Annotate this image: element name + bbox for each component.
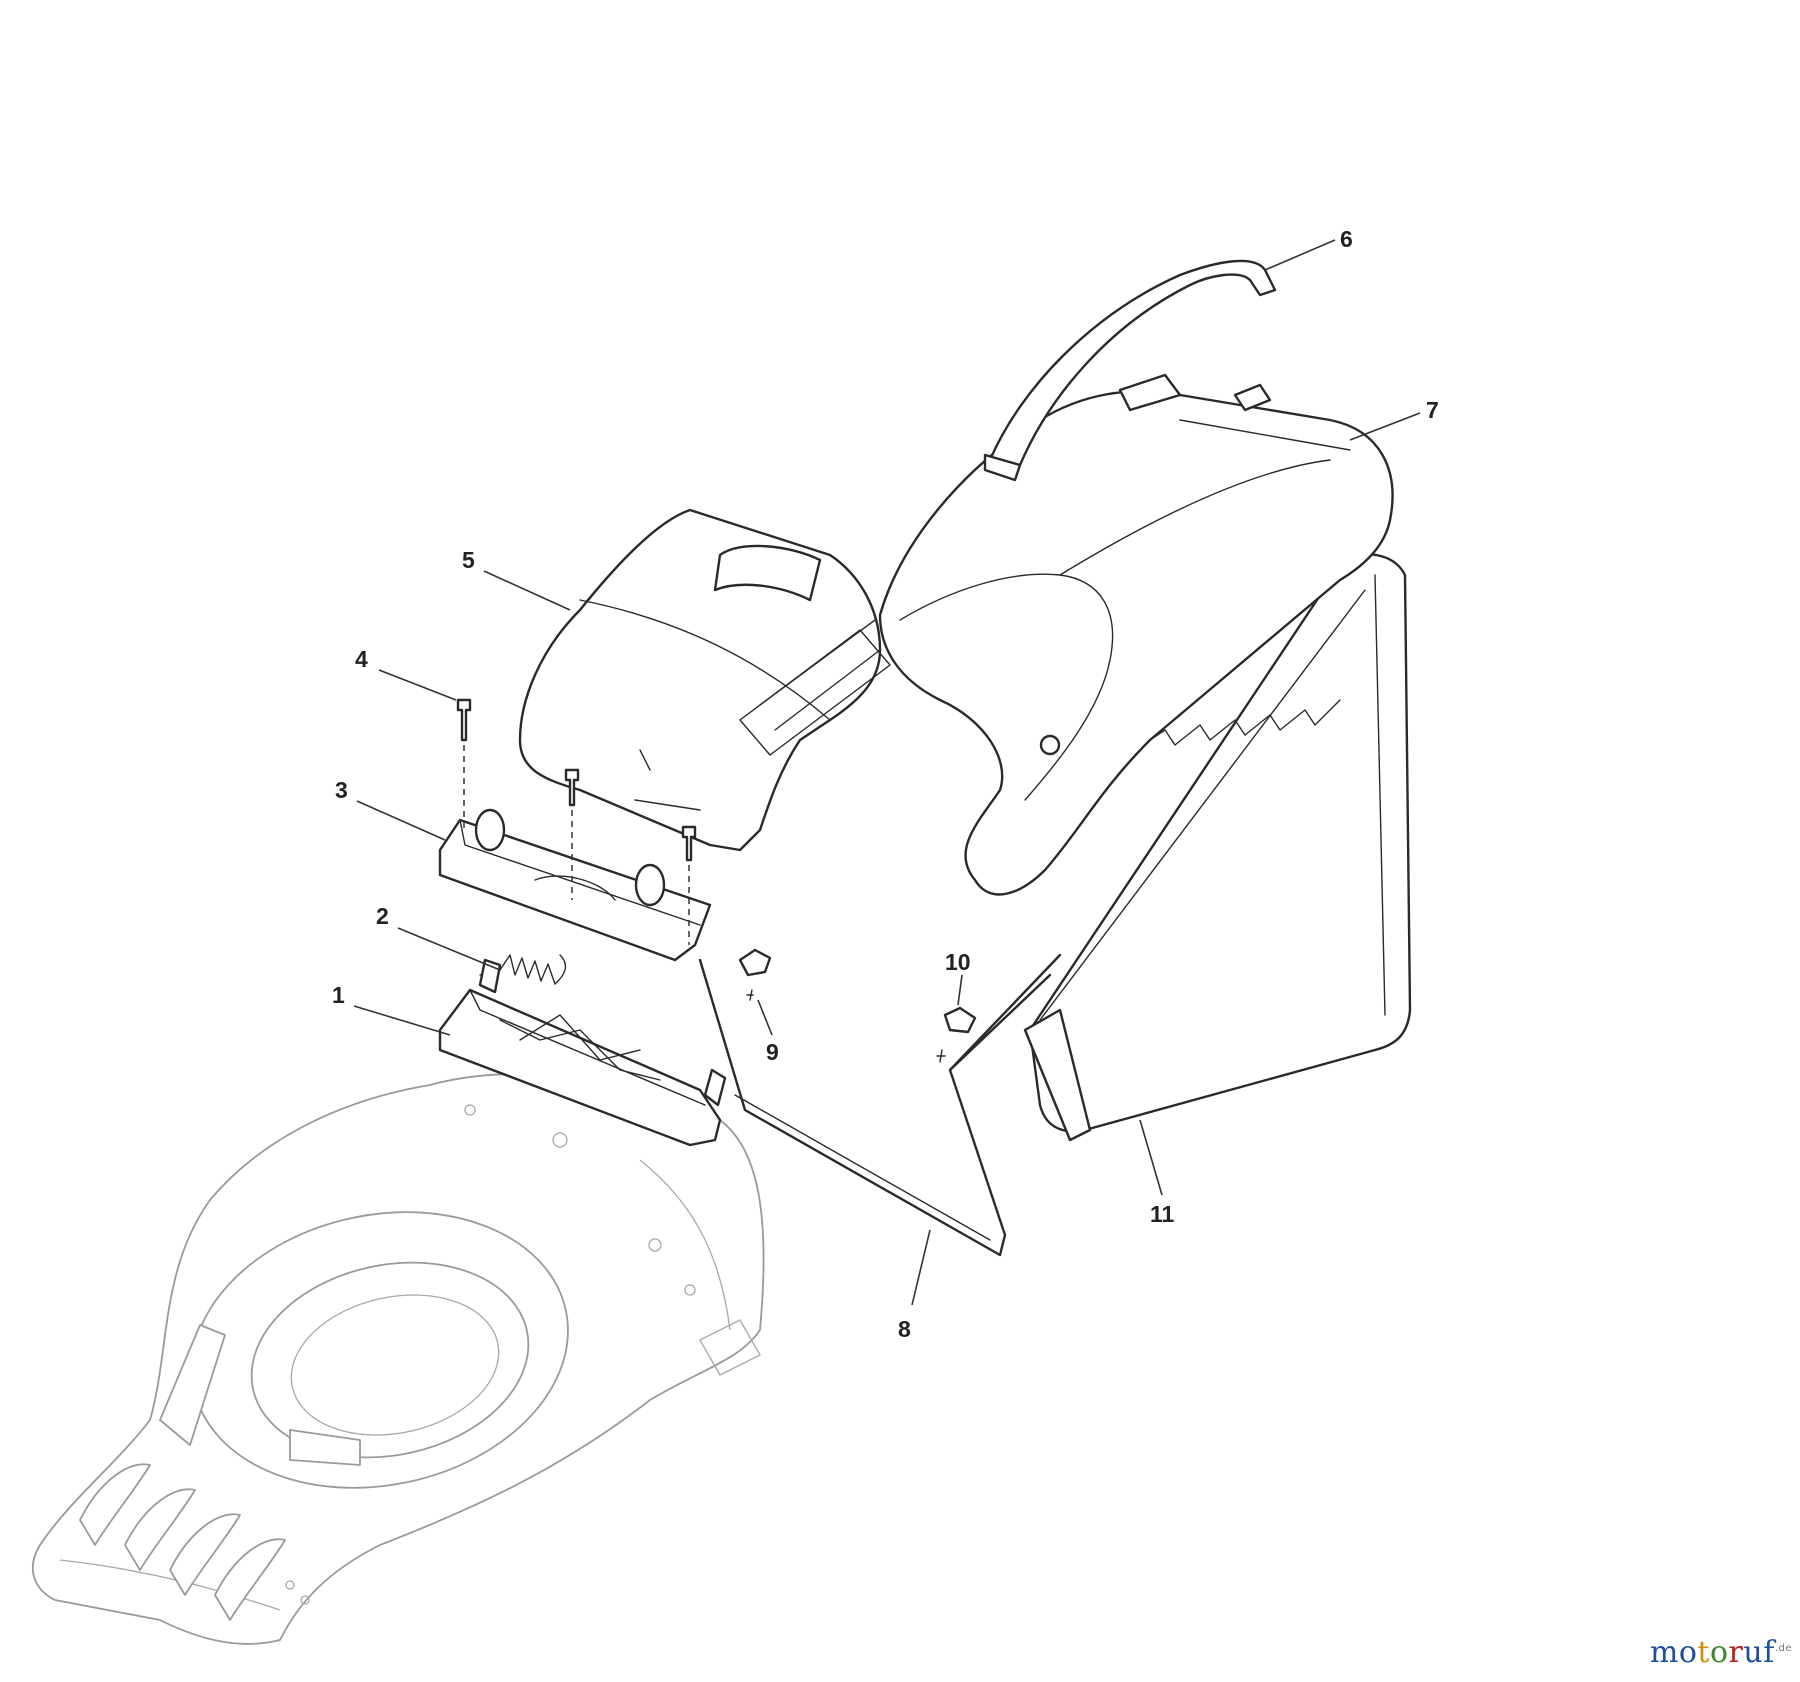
leader-lines: [353, 239, 1421, 1306]
callout-9: 9: [766, 1039, 779, 1065]
callout-7: 7: [1426, 397, 1439, 423]
callout-8: 8: [898, 1316, 911, 1342]
screws: [456, 698, 697, 945]
callouts: 1 2 3 4 5 6 7 8 9 10 11: [332, 226, 1439, 1342]
logo-letter: o: [1678, 1635, 1698, 1670]
logo-letter: m: [1649, 1635, 1679, 1670]
callout-3: 3: [335, 777, 348, 803]
logo-letter: r: [1728, 1635, 1744, 1670]
clip-10: [936, 1006, 977, 1063]
clip-9: [738, 948, 772, 1001]
logo-letter: t: [1697, 1635, 1710, 1670]
callout-1: 1: [332, 982, 345, 1008]
logo-letter: f: [1763, 1635, 1775, 1670]
bag-frame: [698, 953, 1062, 1257]
logo-letter: u: [1743, 1635, 1764, 1670]
bag-handle: [983, 259, 1277, 482]
grass-bag: [1023, 553, 1412, 1142]
mower-deck: [31, 1073, 765, 1645]
callout-6: 6: [1340, 226, 1353, 252]
callout-5: 5: [462, 547, 475, 573]
hinge-bracket: [438, 958, 727, 1147]
callout-11: 11: [1150, 1201, 1175, 1227]
callout-10: 10: [945, 949, 971, 975]
flap-mount-bar: [438, 808, 712, 962]
bag-lid: [878, 373, 1394, 896]
motoruf-watermark-logo: motoruf.de: [1650, 1635, 1792, 1670]
rear-flap: [518, 508, 891, 852]
callout-2: 2: [376, 903, 389, 929]
logo-letter: o: [1709, 1635, 1729, 1670]
logo-suffix: .de: [1774, 1643, 1792, 1654]
callout-4: 4: [355, 646, 368, 672]
